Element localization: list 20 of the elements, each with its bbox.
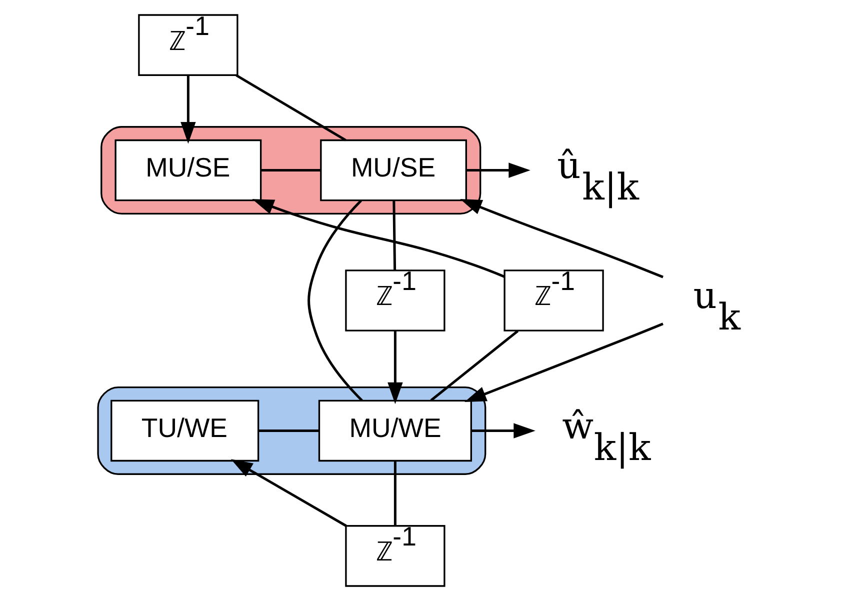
arrow [252,199,505,278]
arrow [471,423,536,438]
arrow [388,330,403,404]
connector [261,169,321,172]
arrow [466,162,530,178]
connector [236,74,346,142]
node-box: MU/SE [320,139,467,202]
node-box: TU/WE [110,400,260,462]
arrow [180,76,196,144]
connector [258,429,319,432]
node-box: MU/SE [114,139,262,202]
arrow [230,459,347,527]
connector [430,330,519,402]
arrow [460,199,664,278]
cluster [97,386,486,475]
connector [308,200,363,402]
connector [394,461,396,526]
connector [392,200,396,270]
node-box: MU/WE [318,400,472,462]
arrow [464,322,664,402]
